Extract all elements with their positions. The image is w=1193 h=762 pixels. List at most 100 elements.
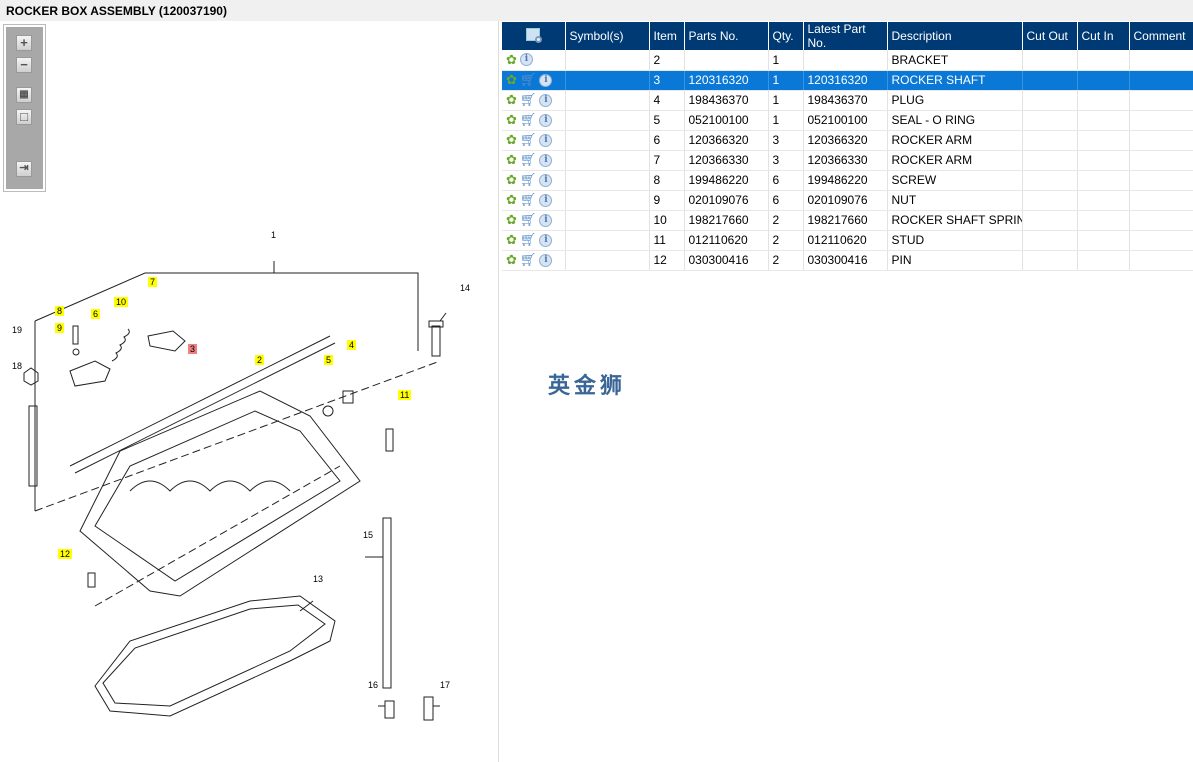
column-latest-part-no[interactable]: Latest Part No. bbox=[803, 22, 888, 50]
column-cut-out[interactable]: Cut Out bbox=[1022, 22, 1078, 50]
zoom-out-button[interactable]: − bbox=[16, 57, 32, 73]
callout-7[interactable]: 7 bbox=[148, 277, 158, 287]
gear-icon[interactable]: ✿ bbox=[506, 51, 517, 67]
callout-8[interactable]: 8 bbox=[55, 306, 65, 316]
callout-1[interactable]: 1 bbox=[271, 230, 277, 240]
column-item[interactable]: Item bbox=[649, 22, 685, 50]
callout-2[interactable]: 2 bbox=[255, 355, 265, 365]
table-row[interactable]: ✿🛒︎i 9 020109076 6 020109076 NUT bbox=[502, 190, 1193, 211]
cart-icon[interactable]: 🛒︎ bbox=[519, 172, 537, 187]
row-icons: ✿🛒︎i bbox=[502, 190, 566, 211]
callout-14[interactable]: 14 bbox=[460, 283, 471, 293]
zoom-in-button[interactable]: + bbox=[16, 35, 32, 51]
cart-icon[interactable]: 🛒︎ bbox=[519, 72, 537, 87]
search-icon[interactable] bbox=[526, 28, 543, 43]
callout-3[interactable]: 3 bbox=[188, 344, 198, 354]
info-icon[interactable]: i bbox=[539, 93, 553, 107]
gear-icon[interactable]: ✿ bbox=[506, 92, 517, 107]
cart-icon[interactable]: 🛒︎ bbox=[519, 212, 537, 227]
column-qty[interactable]: Qty. bbox=[768, 22, 804, 50]
cut-in-cell bbox=[1077, 230, 1130, 251]
info-icon[interactable]: i bbox=[539, 113, 553, 127]
cart-icon[interactable]: 🛒︎ bbox=[519, 152, 537, 167]
row-icons: ✿🛒︎i bbox=[502, 170, 566, 191]
callout-12[interactable]: 12 bbox=[58, 549, 73, 559]
info-icon[interactable]: i bbox=[539, 193, 553, 207]
callout-9[interactable]: 9 bbox=[55, 323, 65, 333]
gear-icon[interactable]: ✿ bbox=[506, 132, 517, 147]
gear-icon[interactable]: ✿ bbox=[506, 212, 517, 227]
cart-icon[interactable]: 🛒︎ bbox=[519, 132, 537, 147]
callout-18[interactable]: 18 bbox=[12, 361, 23, 371]
item-cell: 8 bbox=[649, 170, 685, 191]
cut-in-cell bbox=[1077, 150, 1130, 171]
callout-10[interactable]: 10 bbox=[114, 297, 129, 307]
diagram-toolbar: + − ▦ □ ⇥ bbox=[3, 24, 46, 192]
callout-17[interactable]: 17 bbox=[440, 680, 451, 690]
item-cell: 10 bbox=[649, 210, 685, 231]
comment-cell bbox=[1129, 190, 1193, 211]
page-title: ROCKER BOX ASSEMBLY (120037190) bbox=[0, 0, 1193, 21]
gear-icon[interactable]: ✿ bbox=[506, 112, 517, 127]
cart-icon[interactable]: 🛒︎ bbox=[519, 252, 537, 267]
parts-no-cell: 120366320 bbox=[684, 130, 769, 151]
cart-icon[interactable]: 🛒︎ bbox=[519, 192, 537, 207]
latest-part-no-cell: 199486220 bbox=[803, 170, 888, 191]
table-row[interactable]: ✿🛒︎i 12 030300416 2 030300416 PIN bbox=[502, 250, 1193, 271]
callout-15[interactable]: 15 bbox=[363, 530, 374, 540]
gear-icon[interactable]: ✿ bbox=[506, 252, 517, 267]
gear-icon[interactable]: ✿ bbox=[506, 152, 517, 167]
callout-5[interactable]: 5 bbox=[324, 355, 334, 365]
cart-icon[interactable]: 🛒︎ bbox=[519, 232, 537, 247]
symbols-cell bbox=[565, 170, 650, 191]
callout-13[interactable]: 13 bbox=[313, 574, 324, 584]
column-parts-no[interactable]: Parts No. bbox=[684, 22, 769, 50]
symbols-cell bbox=[565, 150, 650, 171]
item-cell: 12 bbox=[649, 250, 685, 271]
description-cell: BRACKET bbox=[887, 50, 1023, 71]
callout-11[interactable]: 11 bbox=[398, 390, 412, 400]
table-row[interactable]: ✿i 2 1 BRACKET bbox=[502, 50, 1193, 71]
info-icon[interactable]: i bbox=[539, 213, 553, 227]
symbols-cell bbox=[565, 130, 650, 151]
parts-no-cell: 199486220 bbox=[684, 170, 769, 191]
info-icon[interactable]: i bbox=[539, 153, 553, 167]
actual-size-button[interactable]: □ bbox=[16, 109, 32, 125]
cart-icon[interactable]: 🛒︎ bbox=[519, 112, 537, 127]
diagram-panel[interactable]: + − ▦ □ ⇥ 1 2 3 4 5 6 7 8 9 10 11 12 13 … bbox=[0, 21, 499, 762]
info-icon[interactable]: i bbox=[539, 173, 553, 187]
column-symbols[interactable]: Symbol(s) bbox=[565, 22, 650, 50]
gear-icon[interactable]: ✿ bbox=[506, 72, 517, 87]
watermark-logo: 英金狮 bbox=[548, 374, 627, 399]
info-icon[interactable]: i bbox=[519, 53, 533, 67]
qty-cell: 6 bbox=[768, 170, 804, 191]
info-icon[interactable]: i bbox=[539, 233, 553, 247]
table-row[interactable]: ✿🛒︎i 6 120366320 3 120366320 ROCKER ARM bbox=[502, 130, 1193, 151]
description-cell: ROCKER SHAFT bbox=[887, 70, 1023, 91]
callout-6[interactable]: 6 bbox=[91, 309, 101, 319]
info-icon[interactable]: i bbox=[539, 253, 553, 267]
toggle-panel-button[interactable]: ⇥ bbox=[16, 161, 32, 177]
cart-icon[interactable]: 🛒︎ bbox=[519, 92, 537, 107]
row-icons: ✿i bbox=[502, 50, 566, 71]
column-description[interactable]: Description bbox=[887, 22, 1023, 50]
table-row[interactable]: ✿🛒︎i 10 198217660 2 198217660 ROCKER SHA… bbox=[502, 210, 1193, 231]
fit-to-window-button[interactable]: ▦ bbox=[16, 87, 32, 103]
callout-19[interactable]: 19 bbox=[12, 325, 23, 335]
gear-icon[interactable]: ✿ bbox=[506, 232, 517, 247]
column-search[interactable] bbox=[502, 22, 566, 50]
info-icon[interactable]: i bbox=[539, 73, 553, 87]
gear-icon[interactable]: ✿ bbox=[506, 172, 517, 187]
callout-16[interactable]: 16 bbox=[368, 680, 379, 690]
table-row[interactable]: ✿🛒︎i 4 198436370 1 198436370 PLUG bbox=[502, 90, 1193, 111]
table-row[interactable]: ✿🛒︎i 5 052100100 1 052100100 SEAL - O RI… bbox=[502, 110, 1193, 131]
table-row[interactable]: ✿🛒︎i 7 120366330 3 120366330 ROCKER ARM bbox=[502, 150, 1193, 171]
column-comment[interactable]: Comment bbox=[1129, 22, 1193, 50]
table-row[interactable]: ✿🛒︎i 8 199486220 6 199486220 SCREW bbox=[502, 170, 1193, 191]
callout-4[interactable]: 4 bbox=[347, 340, 357, 350]
table-row[interactable]: ✿🛒︎i 3 120316320 1 120316320 ROCKER SHAF… bbox=[502, 70, 1193, 91]
gear-icon[interactable]: ✿ bbox=[506, 192, 517, 207]
table-row[interactable]: ✿🛒︎i 11 012110620 2 012110620 STUD bbox=[502, 230, 1193, 251]
info-icon[interactable]: i bbox=[539, 133, 553, 147]
column-cut-in[interactable]: Cut In bbox=[1077, 22, 1130, 50]
